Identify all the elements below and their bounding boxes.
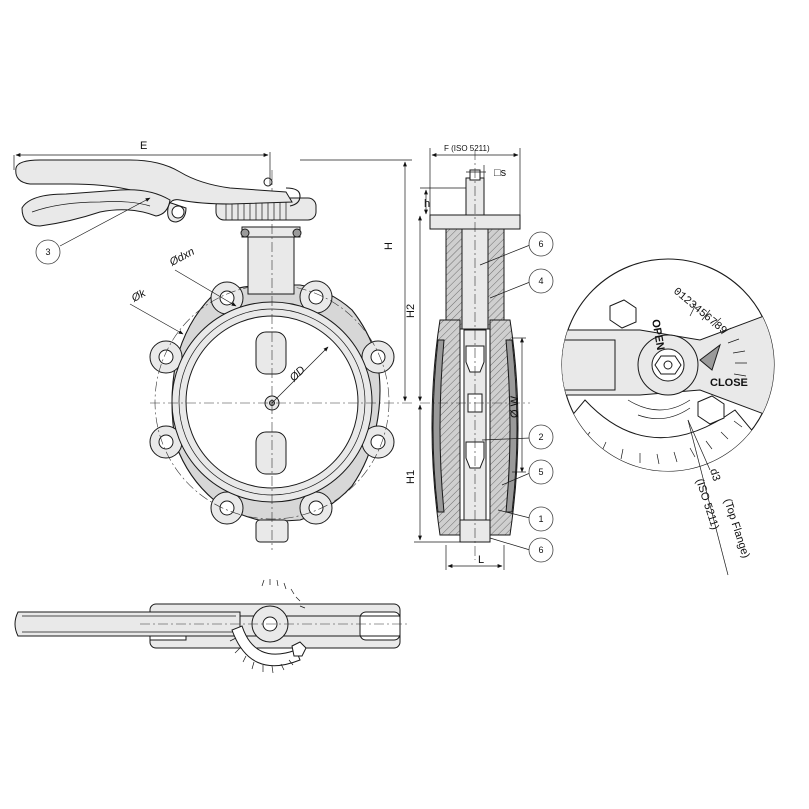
svg-text:4: 4 (538, 276, 543, 286)
svg-text:5: 5 (538, 467, 543, 477)
lug-ears (149, 280, 395, 525)
callout-1: 1 (528, 506, 554, 532)
label-top-flange: (Top Flange) (721, 497, 751, 559)
label-open: OPEN (649, 318, 666, 351)
dim-label-F: F (ISO 5211) (444, 144, 490, 153)
top-handle (14, 611, 241, 637)
handle-trigger (21, 189, 171, 227)
handle-lever (15, 159, 293, 223)
dim-label-E: E (140, 140, 147, 152)
callout-4: 4 (528, 268, 554, 294)
disc-top (255, 331, 287, 375)
top-view (14, 579, 410, 674)
disc-bottom (255, 431, 287, 475)
dim-label-k: Øk (129, 287, 148, 305)
dim-label-s: □s (494, 167, 507, 179)
label-iso: (ISO 5211) (693, 477, 721, 531)
notch-teeth (225, 198, 287, 220)
dim-label-H1: H1 (405, 470, 417, 484)
callout-3: 3 (35, 239, 61, 265)
dim-label-L: L (478, 554, 484, 566)
side-section-view (414, 148, 531, 570)
neck (247, 231, 295, 295)
dim-label-dxn: Ødxn (167, 246, 197, 269)
svg-text:6: 6 (538, 239, 543, 249)
callout-2: 2 (528, 424, 554, 450)
svg-text:1: 1 (538, 514, 543, 524)
position-scale (689, 303, 747, 377)
dim-label-W: Ø W (509, 395, 521, 418)
dim-label-h: h (424, 198, 430, 210)
bolt-head-open (609, 299, 637, 329)
callout-6-top: 6 (528, 231, 554, 257)
callout-6-bottom: 6 (528, 537, 554, 563)
dim-label-H: H (383, 242, 395, 250)
svg-text:6: 6 (538, 545, 543, 555)
front-view (13, 152, 412, 550)
detail-view (561, 258, 775, 576)
callout-5: 5 (528, 459, 554, 485)
label-close: CLOSE (710, 377, 748, 389)
dim-label-H2: H2 (405, 304, 417, 318)
bolt-head-close (697, 395, 725, 425)
svg-text:2: 2 (538, 432, 543, 442)
label-d3: d3 (707, 467, 722, 482)
svg-text:3: 3 (45, 247, 50, 257)
